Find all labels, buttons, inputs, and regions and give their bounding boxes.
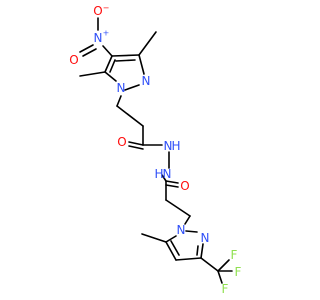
nitro-n-charge: + [103, 29, 110, 38]
bond-pz1-c4-n2 [138, 54, 145, 75]
bond-co2-o-b [165, 184, 179, 188]
nitro-o-top-label: O [93, 4, 102, 18]
atom-labels: O − N + O N N O N H H N O N N F F F [69, 4, 241, 297]
bond-pz1-c3-c4 [111, 54, 140, 57]
f-bottom-label: F [222, 282, 229, 296]
bond-pz1-c5-methyl [79, 71, 106, 77]
pz2-n2-label: N [201, 231, 210, 245]
bond-pz1-c4-methyl [138, 31, 157, 56]
bond-nh-co2 [161, 174, 167, 182]
nitro-o-left-label: O [69, 53, 78, 67]
bond-n1-ch2 [116, 95, 122, 107]
bond-ch2-ch2-b [165, 199, 191, 217]
bond-pz1-n2-n1 [124, 84, 140, 91]
bond-pz2-n2-n1 [185, 230, 198, 233]
pz1-n1-label: N [117, 81, 126, 95]
nitro-o-charge: − [103, 4, 110, 13]
hydrazide-h2-label: H [154, 167, 163, 181]
f-right-label: F [235, 265, 242, 279]
bond-pz2-c5-c4 [165, 241, 177, 261]
bond-pz1-n1-c5 [104, 71, 117, 82]
nitro-n-label: N [94, 31, 103, 45]
pz2-n1-label: N [177, 223, 186, 237]
bond-pz2-c3-n2-inner [196, 245, 199, 256]
bond-co1-o-b [128, 145, 144, 150]
f-top-label: F [231, 248, 238, 262]
carbonyl2-o-label: O [180, 179, 189, 193]
hydrazide-n2-label: N [163, 167, 172, 181]
molecule-structure-diagram: O − N + O N N O N H H N O N N F F F [69, 4, 241, 297]
bond-pz1-c5-c3 [104, 55, 113, 73]
bond-pz1-c5-c3-inner [109, 59, 116, 73]
bond-pz2-n1-c5 [165, 235, 177, 243]
bond-pz2-c5-c4-inner [170, 240, 180, 256]
bond-cf3-f-bottom [217, 270, 223, 284]
bond-ch2-ch2 [116, 105, 144, 127]
bond-co2-o-a [165, 180, 179, 184]
bond-co1-o-a [128, 141, 144, 146]
bond-cf3-f-top [217, 259, 230, 272]
hydrazide-h1-label: H [171, 139, 180, 153]
bond-ch2-n1-b [184, 215, 191, 225]
bond-ring-c-nitro-n [102, 45, 113, 57]
bonds [79, 17, 233, 284]
bond-pz2-c5-methyl [141, 233, 167, 243]
bond-c3-cf3 [200, 257, 219, 272]
bond-nitro-n-o-left-a [79, 44, 94, 53]
bond-pz2-c3-n2 [200, 243, 204, 259]
hydrazide-n1-label: N [164, 139, 173, 153]
pz1-n2-label: N [142, 74, 151, 88]
carbonyl1-o-label: O [117, 135, 126, 149]
bond-nitro-n-o-left-b [82, 48, 97, 57]
bond-pz1-c3-c4-inner [115, 59, 136, 62]
bond-pz2-c4-c3 [175, 257, 202, 261]
